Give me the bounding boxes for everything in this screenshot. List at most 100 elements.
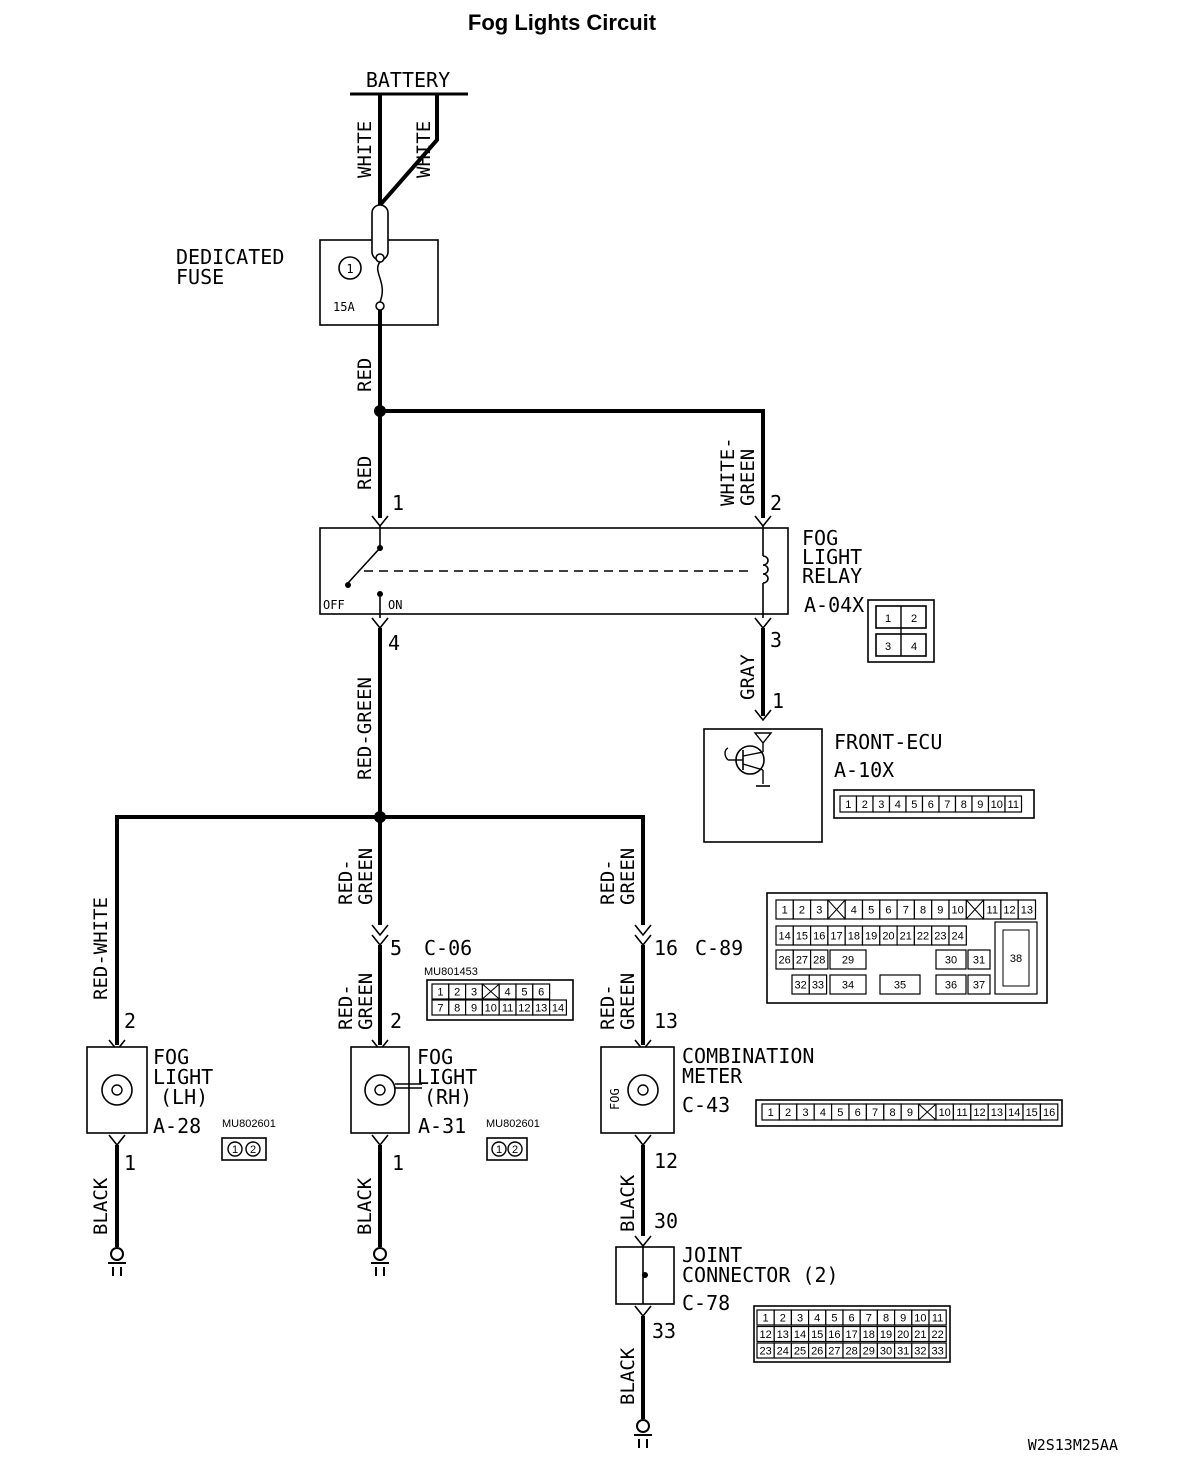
c89-conn-pin-cell: [935, 974, 967, 995]
meter-id: C-43: [682, 1093, 730, 1117]
meter-conn-pin: 5: [837, 1107, 843, 1119]
fuse-number: 1: [346, 262, 353, 276]
fog-rh-connector-icon: [486, 1137, 528, 1161]
joint-conn-pin-cell: [928, 1309, 947, 1326]
ecu-conn-pin: 1: [845, 799, 851, 811]
joint-conn-pin: 21: [914, 1329, 926, 1341]
joint-conn-pin: 31: [897, 1346, 909, 1358]
meter-fog-indicator-label: FOG: [608, 1088, 622, 1110]
c89-conn-pin: 15: [796, 931, 808, 943]
fuse-element: [377, 261, 383, 303]
relay-pin4-arrow: [371, 617, 389, 630]
meter-conn-pin: 15: [1026, 1107, 1038, 1119]
c89-conn-pin: 1: [782, 905, 788, 917]
fog-light-lh-filament: [111, 1084, 123, 1096]
ecu-input-triangle: [753, 732, 773, 745]
meter-conn-pin: 4: [820, 1107, 826, 1119]
fuse-label-line2: FUSE: [176, 265, 224, 289]
c06-conn-pin: 6: [538, 987, 544, 999]
meter-conn-pin: 1: [768, 1107, 774, 1119]
c89-conn-pin-cell: [1017, 899, 1037, 920]
ground-rh-icon: [370, 1262, 390, 1277]
c89-conn-pin: 17: [830, 931, 842, 943]
pin-label-c06-5: 5: [390, 936, 402, 960]
joint-conn-pin: 15: [811, 1329, 823, 1341]
c06-conn-pin: 5: [521, 987, 527, 999]
c06-part-number: MU801453: [424, 966, 478, 978]
c89-conn-pin: 26: [779, 955, 791, 967]
fuse-number-circle: [338, 256, 362, 280]
joint-label-line2: CONNECTOR (2): [682, 1263, 839, 1287]
c06-conn-pin: 14: [552, 1003, 564, 1015]
battery-label: BATTERY: [366, 68, 450, 92]
joint-conn-pin: 8: [883, 1313, 889, 1325]
c89-conn-pin: 14: [779, 931, 791, 943]
pin-label-relay-4: 4: [388, 631, 400, 655]
c89-conn-pin: 30: [945, 955, 957, 967]
ecu-id: A-10X: [834, 758, 894, 782]
fog-lh-label-line2: LIGHT: [153, 1065, 213, 1089]
wire-label-black-rh: BLACK: [354, 1177, 376, 1235]
ground-joint-icon: [633, 1434, 653, 1449]
relay-conn-pin: 1: [885, 613, 891, 625]
joint-conn-pin: 5: [831, 1313, 837, 1325]
ground-lh-terminal: [110, 1247, 124, 1261]
wire-label-red-2: RED: [354, 456, 376, 490]
c89-conn-pin: 33: [812, 980, 824, 992]
ecu-name: FRONT-ECU: [834, 730, 942, 754]
c06-conn-pin: 7: [437, 1003, 443, 1015]
joint-pin30-arrow: [634, 1235, 652, 1248]
c06-conn-pin: 8: [454, 1003, 460, 1015]
meter-conn-pin: 14: [1008, 1107, 1020, 1119]
joint-pin33-arrow: [634, 1305, 652, 1318]
ecu-base-hook: [724, 747, 729, 761]
c89-conn-pin: 38: [1010, 953, 1022, 965]
document-code: W2S13M25AA: [1028, 1436, 1118, 1454]
wire-label-red-green-b1: RED-: [597, 859, 619, 905]
c89-conn-pin: 19: [865, 931, 877, 943]
joint-conn-pin: 26: [811, 1346, 823, 1358]
fuse-terminal-bottom: [375, 301, 385, 311]
joint-conn-pin: 18: [863, 1329, 875, 1341]
fog-rh-label-line1: FOG: [417, 1045, 453, 1069]
c89-conn-pin: 32: [795, 980, 807, 992]
c06-conn-pin: 10: [485, 1003, 497, 1015]
c89-conn-pin: 13: [1021, 905, 1033, 917]
joint-label-line1: JOINT: [682, 1243, 742, 1267]
relay-switch-arm: [347, 547, 381, 584]
c06-arrow-out: [371, 934, 389, 947]
wire-label-red-green-main: RED-GREEN: [354, 677, 376, 780]
relay-off-contact: [345, 582, 351, 588]
c89-conn-pin: 23: [934, 931, 946, 943]
ecu-conn-pin: 10: [991, 799, 1003, 811]
joint-conn-pin: 1: [763, 1313, 769, 1325]
c89-conn-pin-cell: [948, 925, 967, 946]
joint-conn-pin: 30: [880, 1346, 892, 1358]
pin-label-relay-1: 1: [392, 491, 404, 515]
wire-label-red-green-a1: RED-: [335, 859, 357, 905]
c89-conn-pin: 31: [973, 955, 985, 967]
joint-conn-pin: 32: [914, 1346, 926, 1358]
pin-label-rh-2: 2: [390, 1009, 402, 1033]
wire-label-red-1: RED: [354, 358, 376, 392]
joint-conn-pin: 16: [828, 1329, 840, 1341]
c06-conn-pin: 3: [471, 987, 477, 999]
joint-node: [642, 1272, 648, 1278]
joint-conn-pin: 12: [759, 1329, 771, 1341]
joint-conn-pin: 4: [814, 1313, 820, 1325]
meter-conn-pin: 16: [1043, 1107, 1055, 1119]
meter-conn-pin-blank-mark: [918, 1103, 937, 1121]
meter-label-line1: COMBINATION: [682, 1044, 814, 1068]
joint-conn-pin: 33: [931, 1346, 943, 1358]
joint-conn-pin-cell: [928, 1342, 947, 1359]
ecu-pin1-arrow: [754, 709, 772, 722]
c89-id: C-89: [695, 936, 743, 960]
c89-conn-pin: 3: [816, 905, 822, 917]
joint-conn-pin: 11: [932, 1313, 943, 1325]
fog-lh-part-number: MU802601: [222, 1118, 276, 1130]
c89-conn-pin: 29: [842, 955, 854, 967]
c89-conn-pin-cell: [829, 974, 867, 995]
